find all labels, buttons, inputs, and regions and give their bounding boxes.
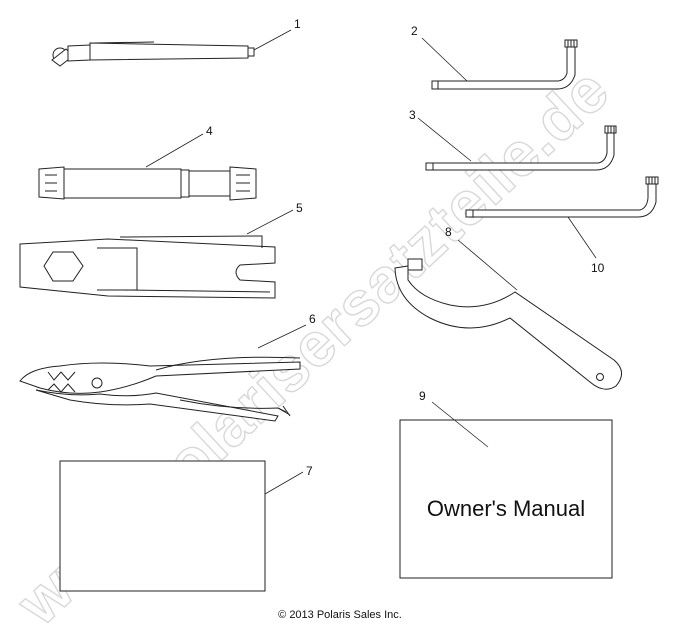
part-6-pliers[interactable] [19,356,301,422]
owners-manual-label: Owner's Manual [427,496,585,521]
callout-10: 10 [591,261,605,275]
part-4-socket-wrench[interactable] [38,166,257,201]
part-5-spanner[interactable] [19,235,276,299]
part-1-driver[interactable] [51,41,255,67]
callout-3: 3 [409,108,416,122]
callout-9: 9 [419,389,426,403]
leader-10 [567,216,597,259]
part-3-hex-key[interactable] [425,125,617,171]
callout-7: 7 [306,464,313,478]
callout-6: 6 [309,312,316,326]
leader-1 [253,29,292,51]
part-9-owners-manual[interactable] [399,419,613,579]
part-10-hex-key[interactable] [465,176,659,218]
leader-3 [417,117,472,162]
part-2-hex-key[interactable] [431,39,578,90]
part-8-hook-spanner[interactable] [394,258,622,390]
callout-5: 5 [296,201,303,215]
leader-8 [457,239,518,291]
callout-1: 1 [294,17,301,31]
callout-4: 4 [206,124,213,138]
leader-2 [421,37,468,82]
leader-7 [264,471,304,495]
leader-9 [431,401,489,448]
leader-4 [145,133,204,168]
callout-8: 8 [445,225,452,239]
leader-5 [246,209,294,235]
callout-2: 2 [411,24,418,38]
part-7-document[interactable] [59,460,266,592]
leader-6 [257,324,307,349]
copyright-text: © 2013 Polaris Sales Inc. [278,609,402,621]
